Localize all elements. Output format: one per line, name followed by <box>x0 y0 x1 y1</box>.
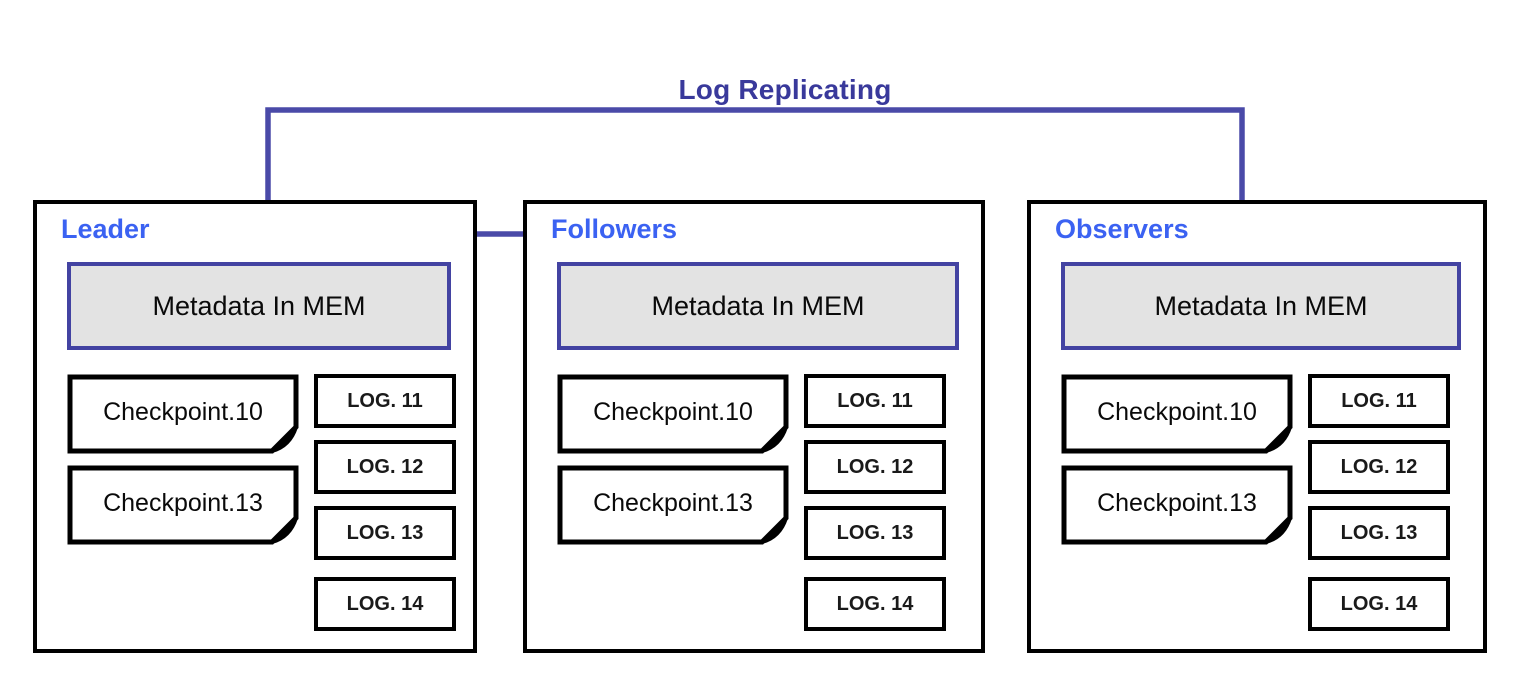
node-label-followers: Followers <box>551 214 678 244</box>
checkpoint-note: Checkpoint.10 <box>1061 374 1293 454</box>
log-box: LOG. 14 <box>314 577 456 631</box>
log-box: LOG. 12 <box>804 440 946 494</box>
note-shape-icon <box>1061 374 1293 454</box>
checkpoint-note: Checkpoint.10 <box>67 374 299 454</box>
checkpoint-note: Checkpoint.13 <box>1061 465 1293 545</box>
log-box: LOG. 12 <box>314 440 456 494</box>
node-box-leader: Leader Metadata In MEM Checkpoint.10 Che… <box>33 200 477 653</box>
checkpoint-label: Checkpoint.13 <box>593 488 753 517</box>
log-box: LOG. 12 <box>1308 440 1450 494</box>
checkpoint-note: Checkpoint.10 <box>557 374 789 454</box>
log-box: LOG. 14 <box>804 577 946 631</box>
note-shape-icon <box>1061 465 1293 545</box>
note-shape-icon <box>67 374 299 454</box>
log-box: LOG. 11 <box>314 374 456 428</box>
metadata-in-mem-box: Metadata In MEM <box>557 262 959 350</box>
log-box: LOG. 14 <box>1308 577 1450 631</box>
log-box: LOG. 13 <box>314 506 456 560</box>
note-shape-icon <box>557 374 789 454</box>
checkpoint-label: Checkpoint.10 <box>1097 397 1257 426</box>
log-box: LOG. 13 <box>1308 506 1450 560</box>
node-label-observers: Observers <box>1055 214 1189 244</box>
metadata-in-mem-box: Metadata In MEM <box>1061 262 1461 350</box>
connector-label: Log Replicating <box>678 74 892 105</box>
log-box: LOG. 11 <box>804 374 946 428</box>
checkpoint-label: Checkpoint.10 <box>103 397 263 426</box>
node-box-followers: Followers Metadata In MEM Checkpoint.10 … <box>523 200 985 653</box>
log-box: LOG. 11 <box>1308 374 1450 428</box>
node-label-leader: Leader <box>61 214 150 244</box>
log-box: LOG. 13 <box>804 506 946 560</box>
note-shape-icon <box>557 465 789 545</box>
node-box-observers: Observers Metadata In MEM Checkpoint.10 … <box>1027 200 1487 653</box>
checkpoint-note: Checkpoint.13 <box>67 465 299 545</box>
checkpoint-note: Checkpoint.13 <box>557 465 789 545</box>
checkpoint-label: Checkpoint.10 <box>593 397 753 426</box>
checkpoint-label: Checkpoint.13 <box>103 488 263 517</box>
checkpoint-label: Checkpoint.13 <box>1097 488 1257 517</box>
note-shape-icon <box>67 465 299 545</box>
metadata-in-mem-box: Metadata In MEM <box>67 262 451 350</box>
